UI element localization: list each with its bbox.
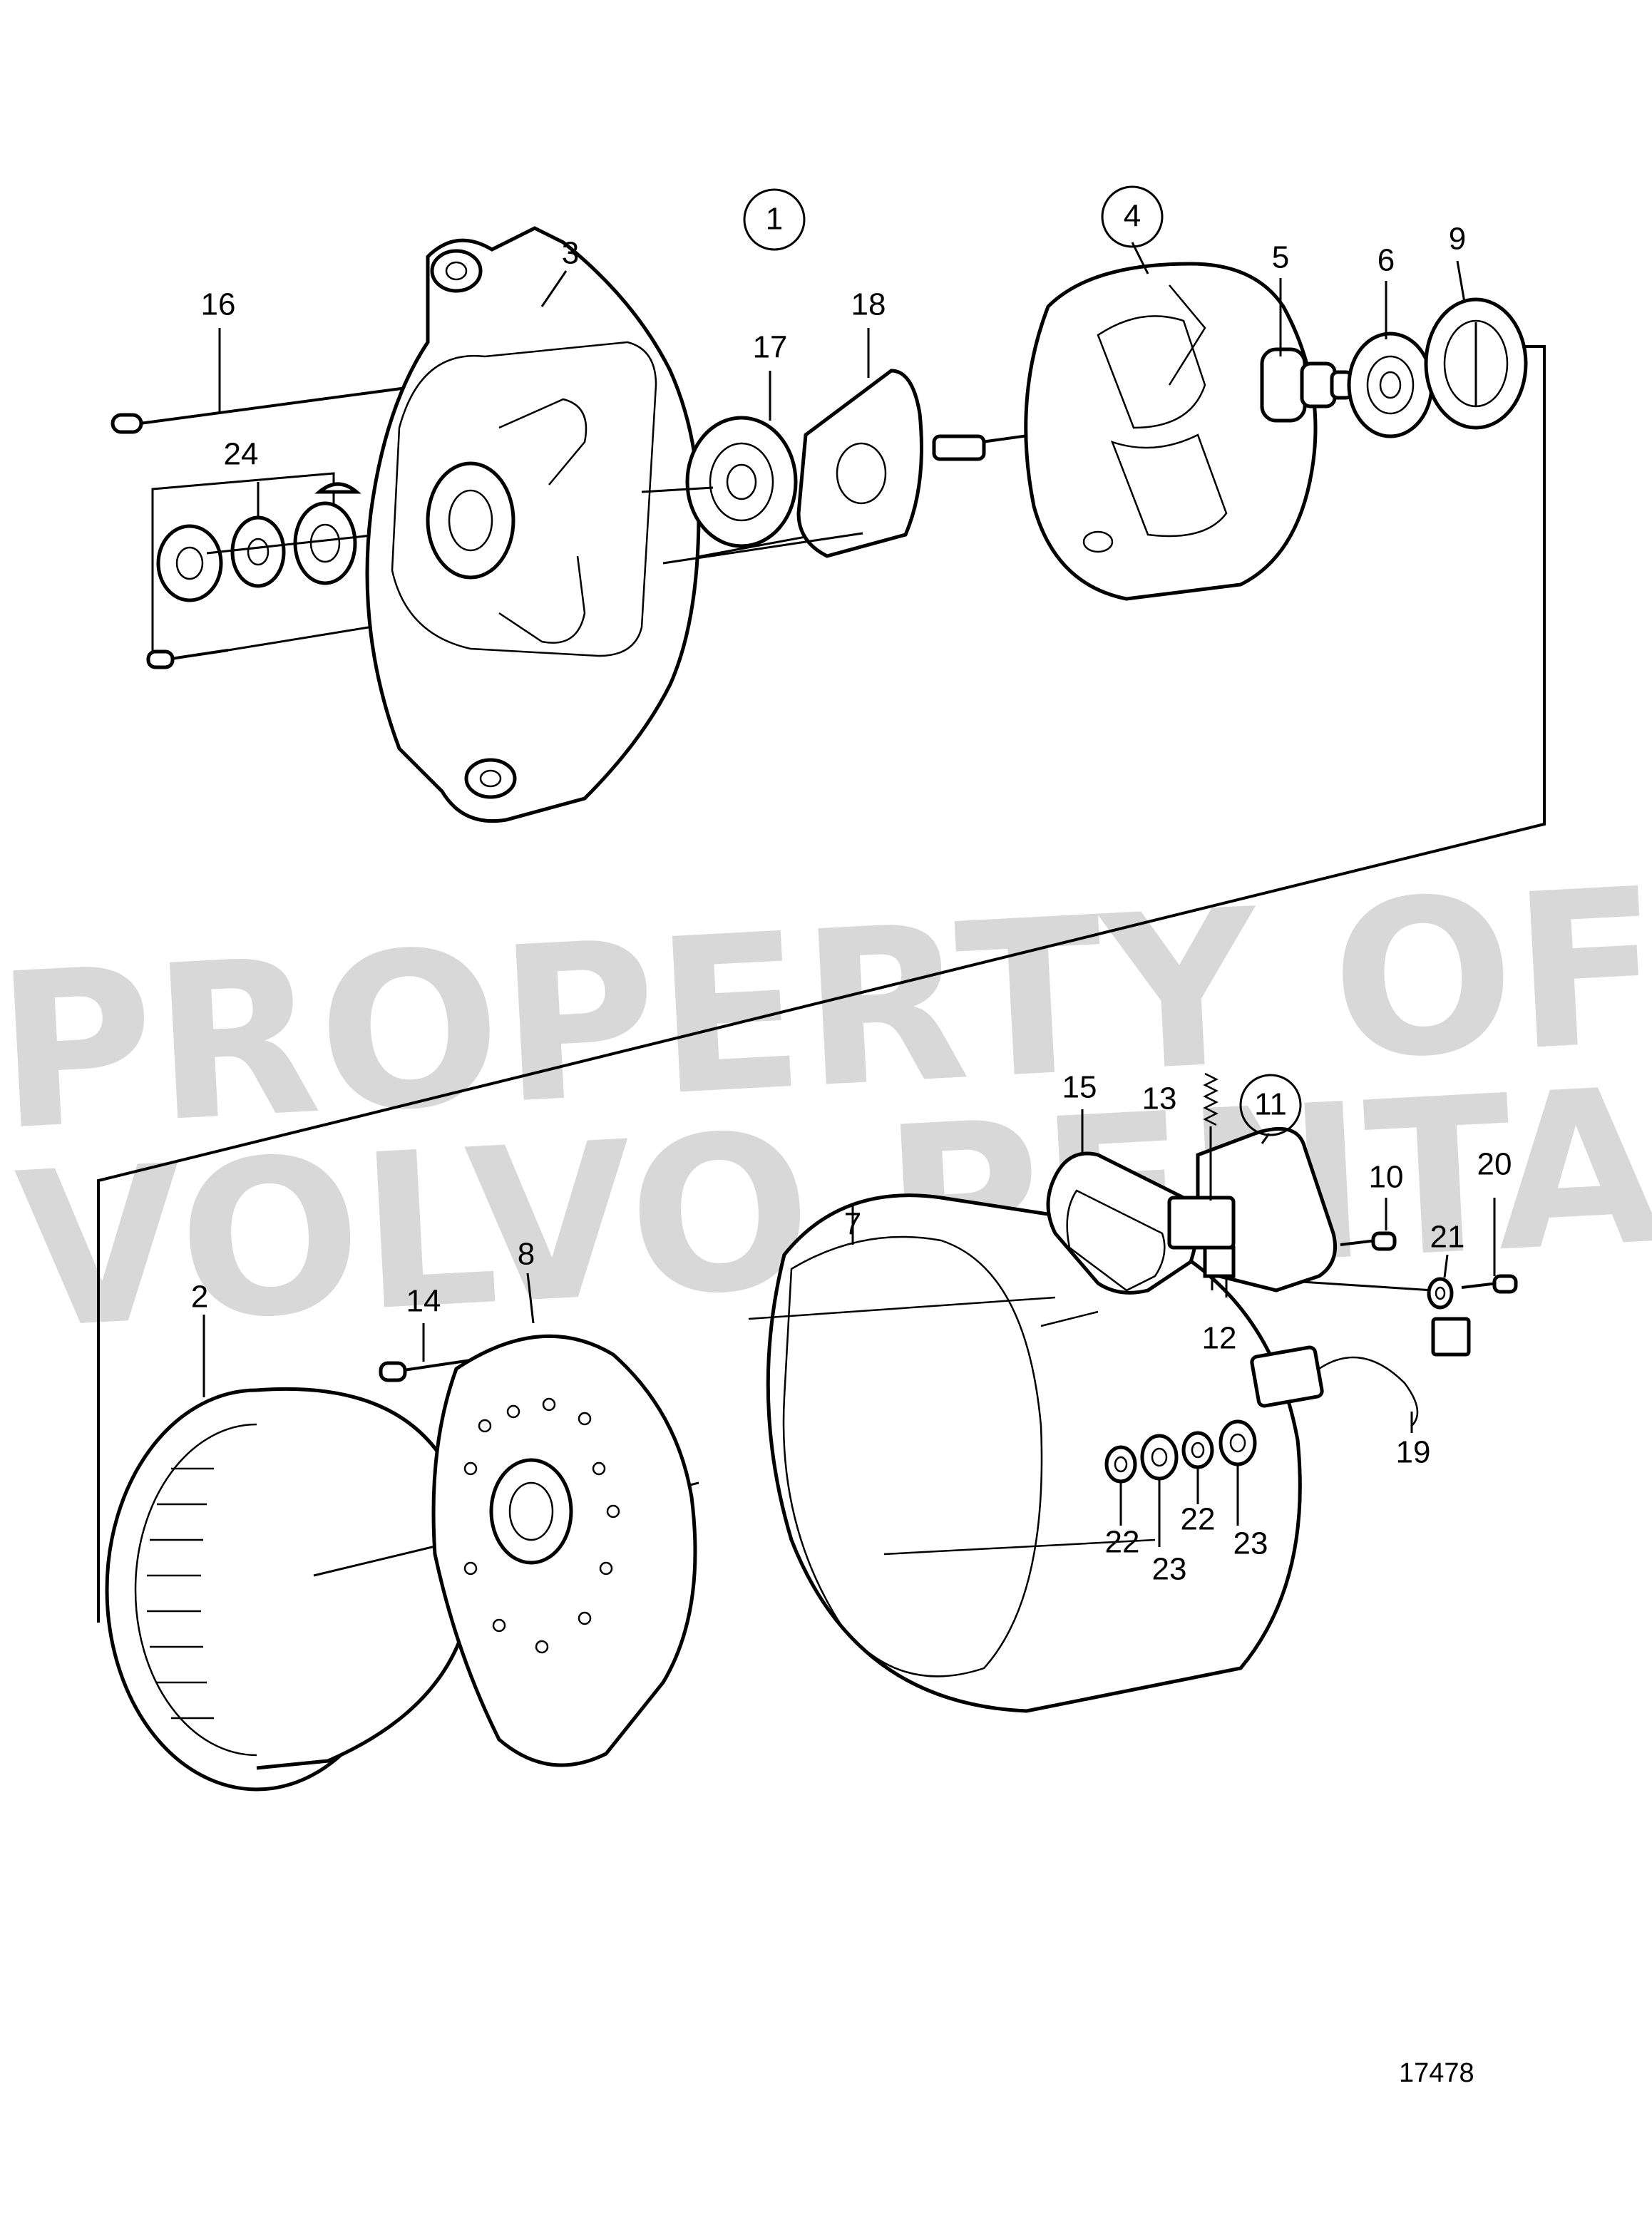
part-2-stator [105, 1387, 699, 1792]
callout-20: 20 [1477, 1147, 1512, 1182]
part-19-capacitor [1250, 1317, 1471, 1427]
part-10-screw [1340, 1231, 1397, 1251]
callout-4: 4 [1124, 199, 1141, 234]
callout-labels: 1 2 3 4 5 6 7 8 9 10 11 12 13 14 15 16 1… [191, 185, 1512, 1587]
part-4-rotor [932, 262, 1354, 601]
callout-14: 14 [406, 1284, 441, 1319]
part-13-spring [1203, 1072, 1219, 1201]
leader-lines [202, 242, 1496, 1547]
part-17-bearing [641, 416, 798, 548]
callout-8: 8 [518, 1237, 535, 1272]
callout-5: 5 [1272, 240, 1289, 275]
callout-18: 18 [851, 287, 886, 322]
part-20-screw [1461, 1274, 1518, 1294]
part-24-nut-washers [151, 472, 471, 653]
callout-6: 6 [1377, 243, 1395, 278]
callout-15: 15 [1062, 1070, 1097, 1105]
callout-19: 19 [1396, 1435, 1431, 1470]
callout-13: 13 [1142, 1081, 1177, 1116]
callout-12: 12 [1202, 1321, 1237, 1356]
callout-1: 1 [766, 202, 783, 237]
part-21-washer [1427, 1277, 1454, 1310]
callout-10: 10 [1369, 1160, 1404, 1195]
part-15-gasket [1046, 1151, 1199, 1295]
part-14-screw [379, 1359, 471, 1382]
callout-16: 16 [201, 287, 236, 322]
callout-7: 7 [844, 1207, 861, 1242]
part-18-retainer-plate [662, 369, 923, 565]
callout-3: 3 [562, 236, 579, 271]
callout-2: 2 [191, 1280, 208, 1315]
callout-24: 24 [224, 437, 259, 472]
callout-17: 17 [753, 330, 788, 365]
callout-21: 21 [1430, 1220, 1465, 1255]
part-7-rear-housing [748, 1193, 1302, 1713]
parts-22-23-washers-nuts [1104, 1419, 1257, 1484]
callout-11: 11 [1254, 1087, 1287, 1122]
callout-11-circle [1239, 1074, 1302, 1136]
callout-9: 9 [1449, 222, 1466, 257]
callout-23-left: 23 [1152, 1552, 1187, 1587]
callout-22-right: 22 [1181, 1502, 1216, 1537]
callout-23-right: 23 [1233, 1526, 1268, 1561]
part-8-rectifier [431, 1334, 697, 1767]
part-3-end-shield [365, 226, 701, 823]
callout-1-circle [743, 188, 806, 251]
callout-4-circle [1101, 185, 1164, 248]
callout-22-left: 22 [1105, 1525, 1140, 1560]
reference-number: 17478 [1399, 2058, 1474, 2088]
watermark: PROPERTY OF VOLVO PENTA [0, 842, 1652, 1377]
part-6-bearing [1347, 332, 1434, 438]
part-9-bearing-cap [1424, 297, 1528, 430]
part-11-brush-holder [1167, 1126, 1337, 1293]
